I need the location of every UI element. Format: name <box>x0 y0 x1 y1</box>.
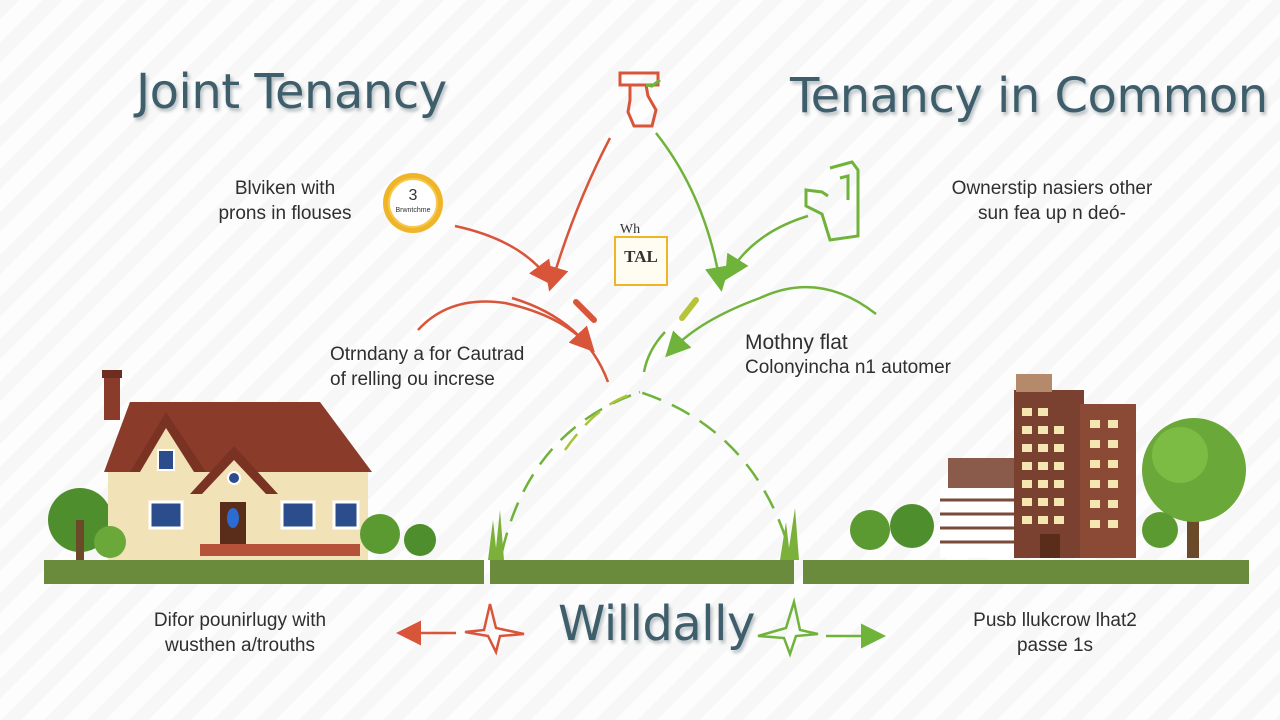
label-bottom-left-line1: Difor pounirlugy with <box>153 610 327 631</box>
label-mid-right-line2: Colonyincha n1 automer <box>745 357 951 378</box>
center-badge-main: TAL <box>624 247 658 266</box>
label-mid-left-line1: Otrndany a for Cautrad <box>330 344 525 365</box>
badge-left-caption: Brwntchme <box>395 207 430 214</box>
ground <box>44 508 1249 584</box>
medal-badge-icon: 3 Brwntchme <box>383 173 443 233</box>
tree-illustration <box>1142 418 1246 558</box>
label-mid-right-line1: Mothny flat <box>745 331 848 354</box>
green-arrows <box>642 132 877 373</box>
bottom-right-arrows <box>757 597 886 658</box>
apartment-building-illustration <box>850 374 1136 558</box>
house-illustration <box>48 370 436 560</box>
title-tenancy-in-common: Tenancy in Common <box>790 68 1268 124</box>
label-top-left-line1: Blviken with <box>234 178 336 199</box>
label-bottom-left: Difor pounirlugy with wusthen a/trouths <box>110 608 370 658</box>
label-top-right: Ownerstip nasiers other sun fea up n deó… <box>912 176 1192 226</box>
title-bottom-center: Willdally <box>558 596 755 652</box>
label-mid-right: Mothny flat Colonyincha n1 automer <box>745 330 1005 380</box>
certificate-icon: Wh TAL <box>614 222 668 286</box>
badge-left-number: 3 <box>409 187 418 204</box>
label-bottom-left-line2: wusthen a/trouths <box>165 635 315 656</box>
label-mid-left: Otrndany a for Cautrad of relling ou inc… <box>330 342 570 392</box>
label-bottom-right-line1: Pusb llukcrow lhat2 <box>973 610 1137 631</box>
label-top-right-line1: Ownerstip nasiers other <box>951 178 1153 199</box>
bottom-left-arrows <box>396 603 525 656</box>
person-icon <box>618 71 661 128</box>
red-arrows <box>417 137 612 383</box>
center-arches <box>500 390 792 553</box>
hand-icon <box>804 160 860 242</box>
label-bottom-right-line2: passe 1s <box>1016 635 1094 656</box>
label-mid-left-line2: of relling ou increse <box>330 369 495 390</box>
title-joint-tenancy: Joint Tenancy <box>136 64 447 120</box>
label-top-left-line2: prons in flouses <box>218 203 352 224</box>
label-top-right-line2: sun fea up n deó- <box>978 203 1126 224</box>
center-badge-top: Wh <box>620 222 640 237</box>
label-bottom-right: Pusb llukcrow lhat2 passe 1s <box>920 608 1190 658</box>
label-top-left: Blviken with prons in flouses <box>200 176 370 226</box>
